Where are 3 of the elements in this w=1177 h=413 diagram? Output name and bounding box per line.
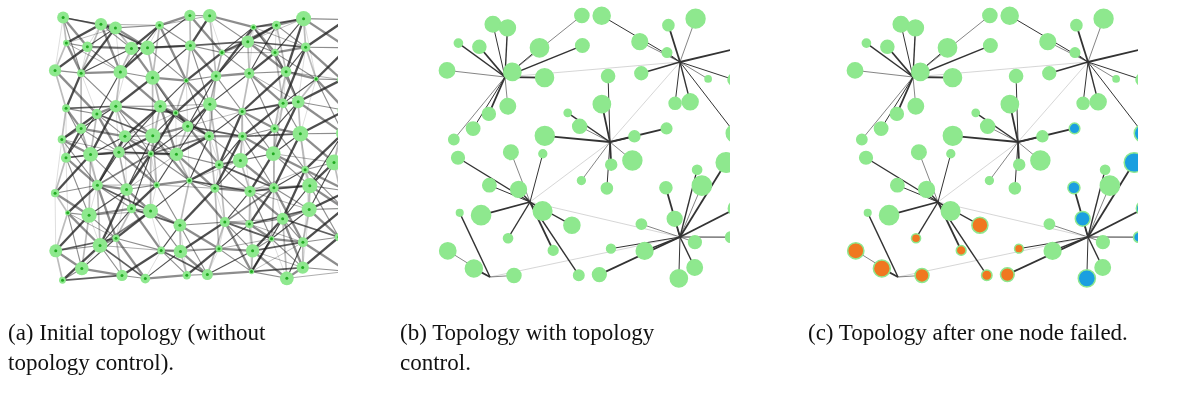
figure-caption: (c) Topology after one node failed. bbox=[808, 319, 1129, 347]
figure-caption: (b) Topology with topology control. bbox=[400, 319, 656, 377]
figure-caption: (a) Initial topology (without topology control). bbox=[8, 319, 267, 377]
